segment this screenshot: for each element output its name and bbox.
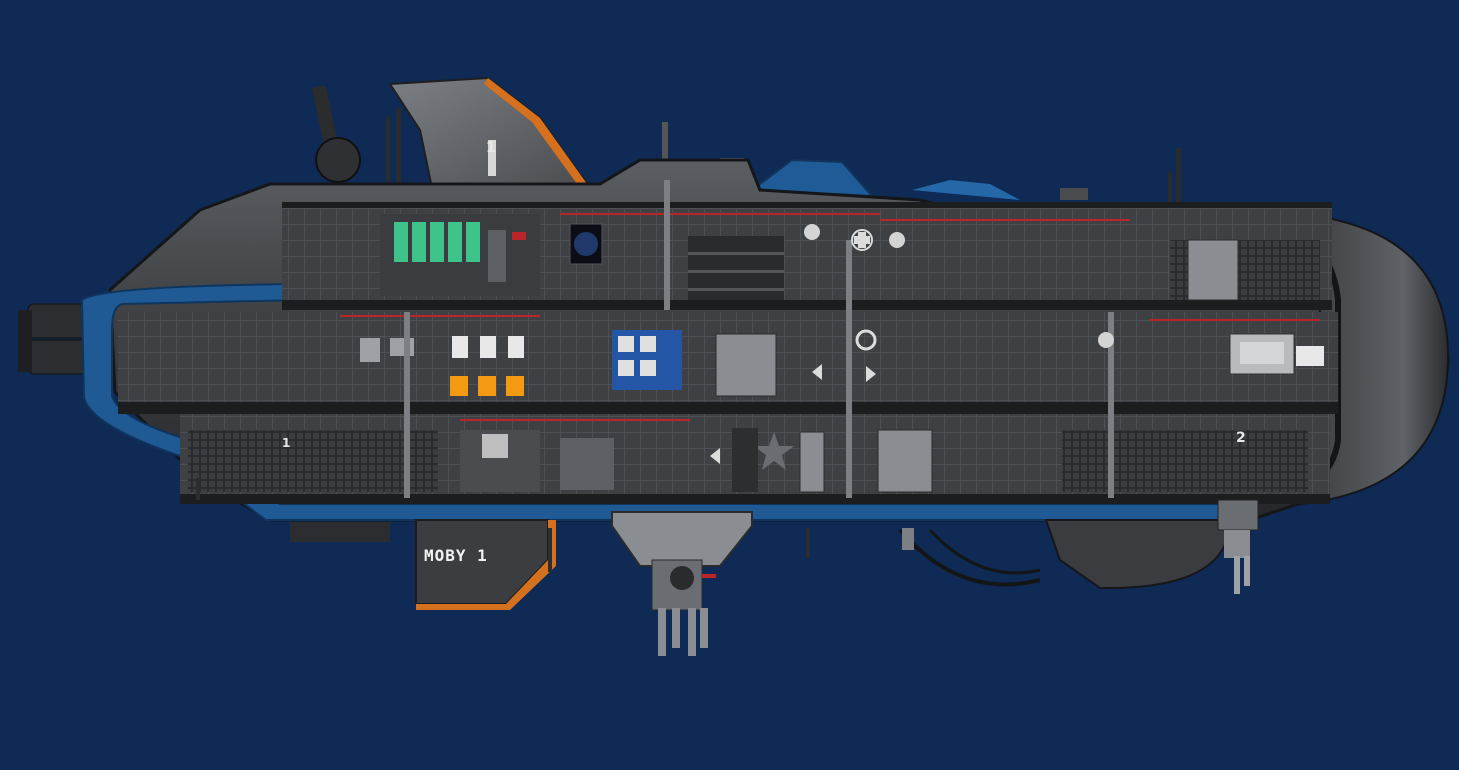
- control-panels: [360, 330, 682, 396]
- deck-marker-2: 2: [1236, 430, 1246, 446]
- blue-fin: [749, 158, 1020, 200]
- bridge-console: [1229, 333, 1324, 375]
- medical-cross-icon: [851, 229, 873, 251]
- deck-gun: [311, 85, 361, 183]
- star-icon: [754, 432, 794, 470]
- deck-marker-1: 1: [282, 436, 291, 450]
- ladders: [404, 180, 1114, 498]
- blue-trim: [80, 282, 1230, 521]
- claw-arm: [611, 511, 753, 656]
- fan-icon: [804, 224, 1114, 348]
- engine-room: [460, 428, 758, 492]
- pipes: [340, 213, 1320, 421]
- ventral-fin: [415, 519, 556, 610]
- arrow-icon: [710, 364, 876, 464]
- hull-name-label: MOBY 1: [424, 546, 488, 565]
- storage-shelves: [688, 236, 784, 300]
- dorsal-fin: [388, 76, 592, 189]
- computer-room: [380, 214, 540, 296]
- rear-claw: [1217, 499, 1259, 594]
- doors: [715, 239, 1239, 493]
- gear-icon: [855, 329, 877, 351]
- deck-marker-fin: 1: [486, 140, 496, 156]
- aft-ventral-fin: [898, 519, 1232, 590]
